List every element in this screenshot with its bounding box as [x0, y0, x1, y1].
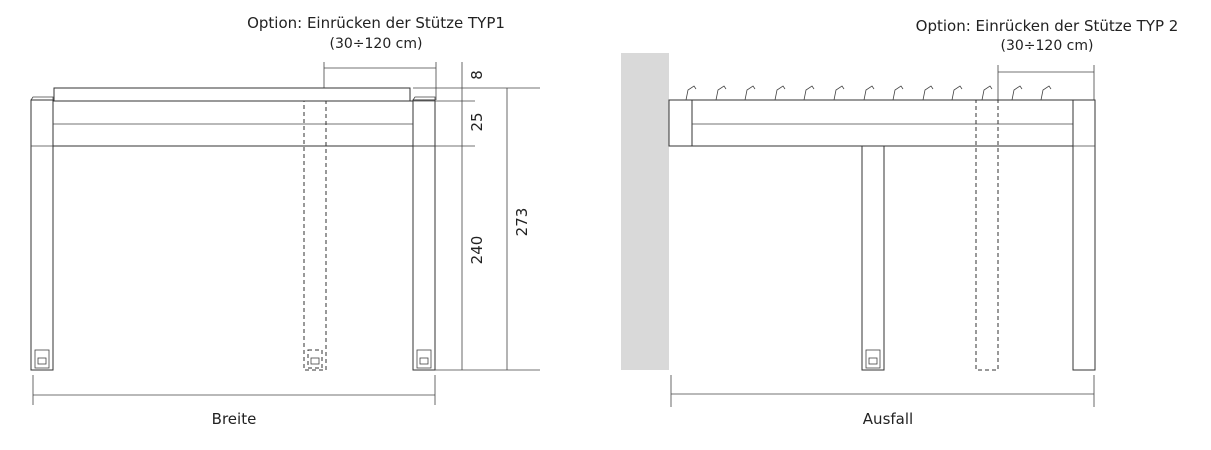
left-column — [30, 99, 54, 371]
front-beam — [52, 100, 414, 147]
dim-total: 273 — [513, 208, 531, 237]
dim-top-cap: 8 — [468, 70, 486, 80]
right-foot — [416, 349, 432, 369]
dim-beam: 25 — [468, 112, 486, 131]
wall-bracket — [668, 99, 693, 147]
side-middle-column — [861, 145, 885, 371]
house-wall — [621, 53, 669, 370]
option-range-typ2: (30÷120 cm) — [1001, 38, 1094, 54]
louvres — [685, 85, 1052, 101]
indented-column-dashed — [303, 100, 327, 371]
width-label: Breite — [212, 410, 257, 428]
option-range-typ1: (30÷120 cm) — [330, 36, 423, 52]
indent-dimension-typ2 — [997, 65, 1095, 100]
left-foot — [34, 349, 50, 369]
side-beam — [691, 99, 1075, 147]
depth-dimension — [670, 375, 1095, 407]
width-dimension — [32, 375, 436, 405]
indent-dimension-typ1 — [323, 62, 437, 100]
depth-label: Ausfall — [863, 410, 913, 428]
right-column — [412, 99, 436, 371]
side-indented-column-dashed — [975, 99, 999, 371]
side-right-column — [1072, 99, 1096, 371]
option-title-typ2: Option: Einrücken der Stütze TYP 2 — [916, 17, 1179, 35]
front-view: Option: Einrücken der Stütze TYP1 (30÷12… — [30, 14, 540, 428]
height-dimensions — [413, 62, 540, 371]
dim-column: 240 — [468, 236, 486, 265]
side-view: Option: Einrücken der Stütze TYP 2 (30÷1… — [621, 17, 1178, 428]
indented-foot — [307, 349, 323, 369]
roof-cover — [53, 87, 411, 102]
option-title-typ1: Option: Einrücken der Stütze TYP1 — [247, 14, 505, 32]
